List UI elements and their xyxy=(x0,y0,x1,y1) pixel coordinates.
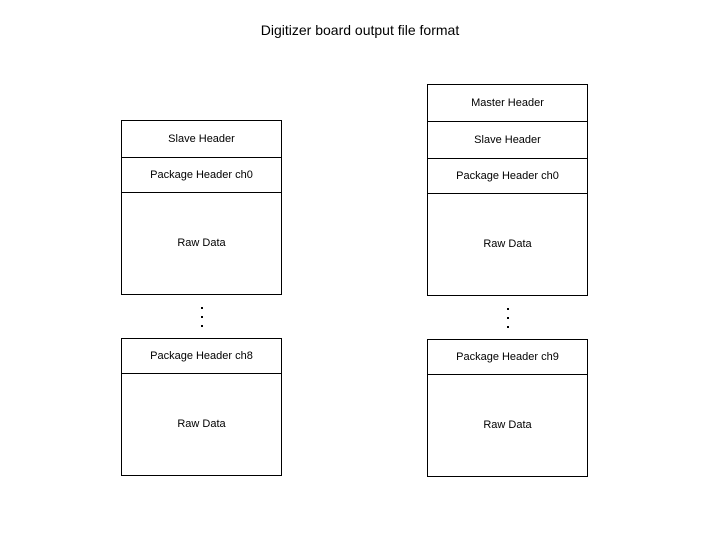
block-master-header: Master Header xyxy=(427,84,588,121)
left-column-upper-group: Slave Header Package Header ch0 Raw Data xyxy=(121,120,282,295)
block-label: Raw Data xyxy=(177,418,226,431)
block-label: Raw Data xyxy=(483,238,532,251)
block-package-header-ch8: Package Header ch8 xyxy=(121,338,282,373)
page-title: Digitizer board output file format xyxy=(260,22,460,38)
block-package-header-ch0: Package Header ch0 xyxy=(427,158,588,193)
left-column-lower-group: Package Header ch8 Raw Data xyxy=(121,338,282,476)
block-label: Slave Header xyxy=(474,133,541,146)
block-slave-header: Slave Header xyxy=(121,120,282,157)
left-column: Slave Header Package Header ch0 Raw Data… xyxy=(121,120,282,476)
block-slave-header: Slave Header xyxy=(427,121,588,158)
block-label: Raw Data xyxy=(483,419,532,432)
block-package-header-ch9: Package Header ch9 xyxy=(427,339,588,374)
right-column-lower-group: Package Header ch9 Raw Data xyxy=(427,339,588,477)
block-label: Package Header ch9 xyxy=(456,350,559,363)
ellipsis-dot xyxy=(506,316,509,319)
block-label: Raw Data xyxy=(177,237,226,250)
block-label: Package Header ch0 xyxy=(456,169,559,182)
block-label: Master Header xyxy=(471,96,544,109)
ellipsis-dot xyxy=(200,324,203,327)
block-raw-data-ch9: Raw Data xyxy=(427,374,588,477)
block-package-header-ch0: Package Header ch0 xyxy=(121,157,282,192)
block-label: Package Header ch0 xyxy=(150,168,253,181)
block-raw-data-ch0: Raw Data xyxy=(121,192,282,295)
ellipsis-dot xyxy=(506,307,509,310)
block-raw-data-ch8: Raw Data xyxy=(121,373,282,476)
right-column-upper-group: Master Header Slave Header Package Heade… xyxy=(427,84,588,296)
ellipsis-dot xyxy=(506,325,509,328)
vertical-ellipsis-icon xyxy=(121,295,282,338)
block-label: Package Header ch8 xyxy=(150,349,253,362)
block-label: Slave Header xyxy=(168,132,235,145)
ellipsis-dot xyxy=(200,306,203,309)
right-column: Master Header Slave Header Package Heade… xyxy=(427,84,588,477)
ellipsis-dot xyxy=(200,315,203,318)
vertical-ellipsis-icon xyxy=(427,296,588,339)
block-raw-data-ch0: Raw Data xyxy=(427,193,588,296)
